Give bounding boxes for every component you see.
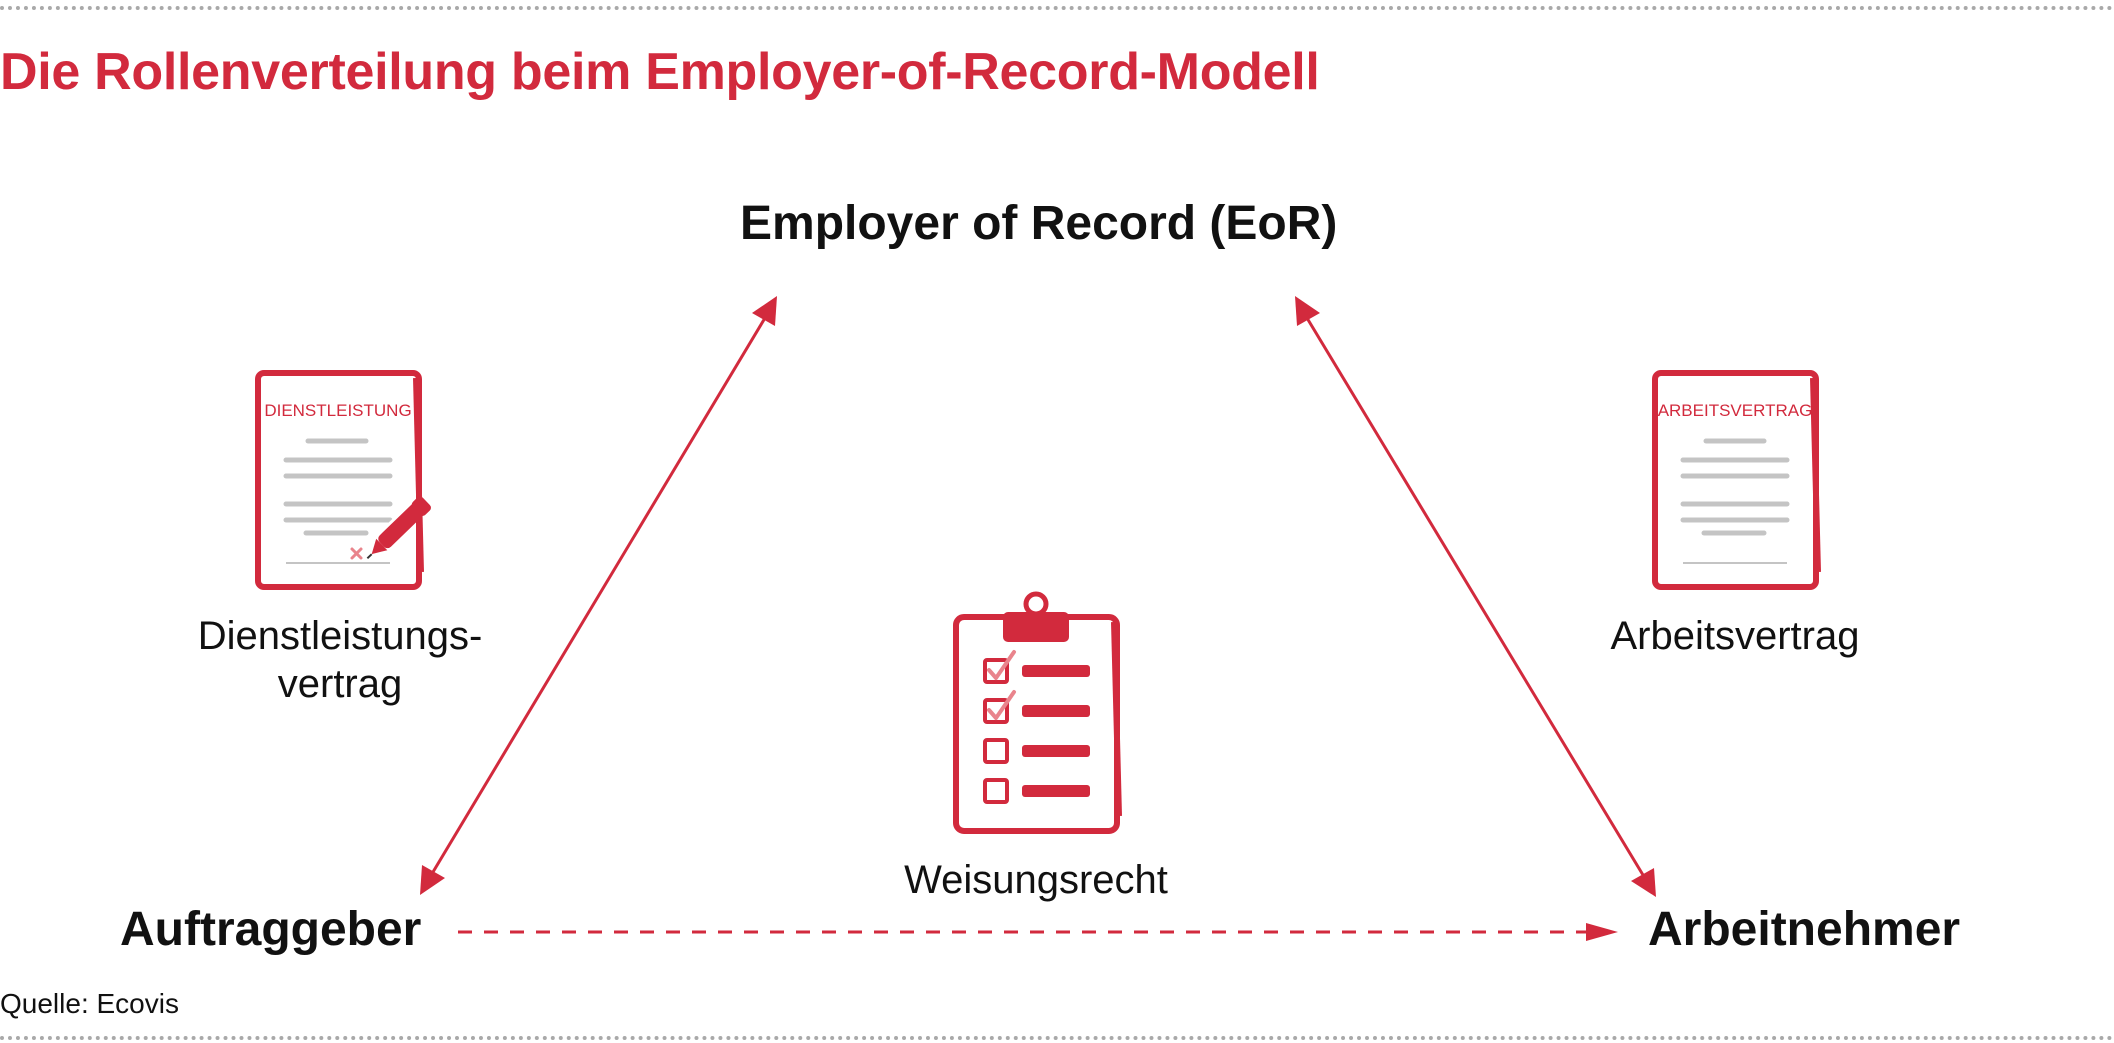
node-employer-of-record: Employer of Record (EoR) [740, 197, 1338, 250]
signed-document-icon: DIENSTLEISTUNG [255, 370, 431, 590]
arrow-client-employee-dashed [458, 923, 1618, 941]
node-client: Auftraggeber [120, 903, 422, 956]
service-contract-doc-header: DIENSTLEISTUNG [264, 401, 411, 420]
clipboard-checklist-icon [953, 591, 1122, 834]
caption-directive-right: Weisungsrecht [904, 858, 1168, 902]
top-dotted-rule [0, 6, 2114, 10]
bottom-dotted-rule [0, 1036, 2114, 1040]
node-employee: Arbeitnehmer [1648, 903, 1961, 956]
caption-service-contract: Dienstleistungs- vertrag [130, 612, 550, 708]
page-title: Die Rollenverteilung beim Employer-of-Re… [0, 43, 1320, 101]
source-note: Quelle: Ecovis [0, 988, 179, 1019]
caption-service-contract-line1: Dienstleistungs- [197, 614, 483, 658]
arrow-eor-client [420, 296, 777, 895]
employment-contract-doc-header: ARBEITSVERTRAG [1658, 401, 1813, 420]
caption-service-contract-line2: vertrag [277, 662, 403, 706]
arrow-eor-employee [1295, 296, 1656, 897]
document-icon: ARBEITSVERTRAG [1652, 370, 1821, 590]
caption-employment-contract: Arbeitsvertrag [1610, 614, 1860, 658]
